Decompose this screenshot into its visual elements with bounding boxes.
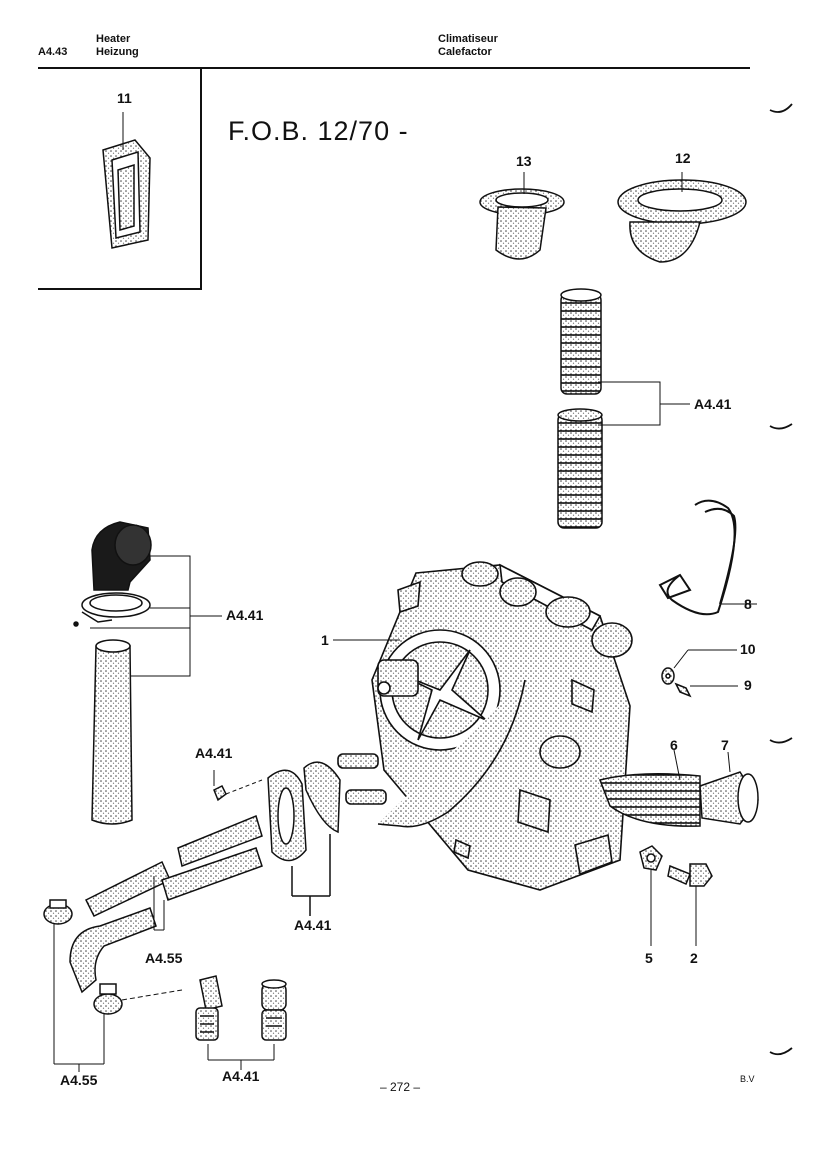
ref-gasket: A4.41	[294, 917, 332, 933]
ref-tubes: A4.55	[145, 950, 183, 966]
callout-9: 9	[744, 677, 752, 693]
page-number: – 272 –	[380, 1080, 421, 1094]
callout-10: 10	[740, 641, 756, 657]
callout-5: 5	[645, 950, 653, 966]
ref-hose-top: A4.41	[694, 396, 732, 412]
ref-valves: A4.41	[222, 1068, 260, 1084]
flex-hoses	[557, 288, 603, 529]
small-bolt	[213, 770, 263, 802]
callout-8: 8	[744, 596, 752, 612]
gasket	[267, 761, 341, 916]
strap-part-8	[658, 499, 757, 616]
callout-13: 13	[516, 153, 532, 169]
section-code: A4.43	[38, 46, 68, 58]
bolt-part-2	[667, 863, 713, 946]
vent-part-11	[102, 112, 151, 249]
ref-elbow: A4.41	[226, 607, 264, 623]
heater-valves	[195, 975, 287, 1070]
callout-1: 1	[321, 632, 329, 648]
washer-part-10	[661, 649, 737, 685]
straight-tube	[91, 639, 133, 825]
ref-bolt: A4.41	[195, 745, 233, 761]
duct-part-13	[479, 172, 565, 260]
rubber-elbow	[91, 521, 152, 591]
ref-clamps: A4.55	[60, 1072, 98, 1088]
title-english: Heater	[96, 33, 131, 45]
binding-marks	[769, 103, 793, 1056]
callout-2: 2	[690, 950, 698, 966]
nut-part-5	[639, 845, 663, 946]
hose-bracket	[598, 381, 690, 426]
coolant-tubes	[69, 814, 263, 994]
title-german: Heizung	[96, 46, 139, 58]
callout-12: 12	[675, 150, 691, 166]
callout-6: 6	[670, 737, 678, 753]
elbow-bracket	[90, 555, 222, 677]
duct-part-12	[617, 172, 747, 263]
hose-clamp	[73, 592, 151, 627]
callout-7: 7	[721, 737, 729, 753]
screw-part-9	[674, 682, 738, 698]
inset-frame	[38, 68, 202, 290]
header-rule	[38, 67, 750, 69]
callout-11: 11	[117, 90, 132, 106]
tube-clamps	[43, 899, 183, 1072]
hose-part-6	[598, 749, 701, 827]
heater-housing-part-1	[333, 561, 633, 891]
connector-part-7	[699, 751, 759, 825]
title-french: Climatiseur	[438, 33, 498, 45]
fob-title: F.O.B. 12/70 -	[228, 116, 409, 146]
title-spanish: Calefactor	[438, 46, 492, 58]
footer-code: B.V	[740, 1074, 755, 1084]
